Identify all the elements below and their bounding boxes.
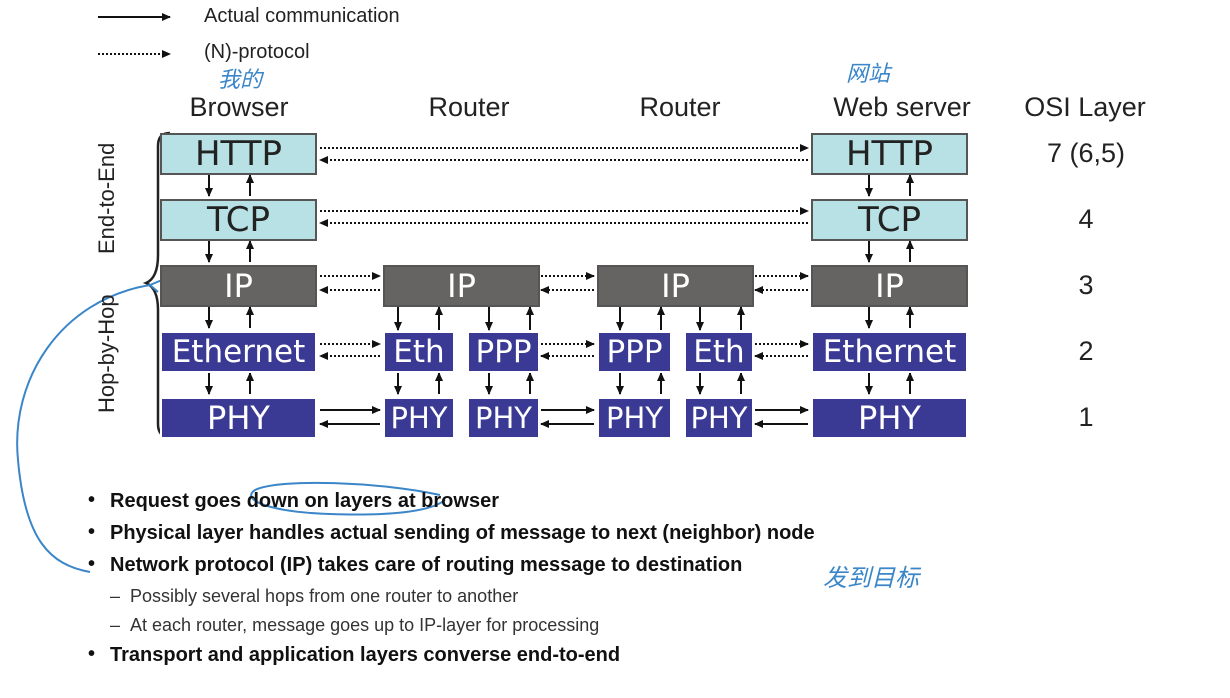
browser-ethernet-box: Ethernet — [160, 331, 317, 373]
browser-note: 我的 — [218, 67, 263, 92]
router2-phy-left-box: PHY — [597, 397, 672, 439]
bullet-item: Transport and application layers convers… — [88, 643, 1188, 667]
osi-number-3: 3 — [1078, 270, 1094, 300]
osi-number-4: 4 — [1078, 204, 1094, 234]
bullet-item: Physical layer handles actual sending of… — [88, 521, 1188, 545]
router2-phy-right-box: PHY — [684, 397, 754, 439]
router2-ppp-box: PPP — [597, 331, 672, 373]
bullet-item: Network protocol (IP) takes care of rout… — [88, 553, 1188, 577]
osi-number-1: 1 — [1078, 402, 1094, 432]
sub-bullet-item: Possibly several hops from one router to… — [110, 586, 1188, 607]
router2-ip-box: IP — [597, 265, 754, 307]
router1-phy-right-box: PHY — [467, 397, 540, 439]
server-tcp-box: TCP — [811, 199, 968, 241]
server-note: 网站 — [846, 61, 891, 86]
hop-by-hop-label: Hop-by-Hop — [94, 294, 119, 413]
browser-phy-box: PHY — [160, 397, 317, 439]
osi-number-2: 2 — [1078, 336, 1094, 366]
column-header-router-1: Router — [428, 92, 510, 122]
router1-phy-left-box: PHY — [383, 397, 455, 439]
column-header-router-2: Router — [639, 92, 721, 122]
column-header-web-server: Web server — [833, 92, 971, 122]
annotation-curve — [16, 284, 151, 573]
router2-eth-box: Eth — [684, 331, 754, 373]
router1-eth-box: Eth — [383, 331, 455, 373]
server-ethernet-box: Ethernet — [811, 331, 968, 373]
server-phy-box: PHY — [811, 397, 968, 439]
browser-tcp-box: TCP — [160, 199, 317, 241]
bullet-item: Request goes down on layers at browser — [88, 489, 1188, 513]
osi-number-7: 7 (6,5) — [1046, 138, 1126, 168]
column-header-browser: Browser — [189, 92, 289, 122]
router1-ip-box: IP — [383, 265, 540, 307]
sub-bullet-item: At each router, message goes up to IP-la… — [110, 615, 1188, 636]
server-http-box: HTTP — [811, 133, 968, 175]
server-ip-box: IP — [811, 265, 968, 307]
legend-dotted-label: (N)-protocol — [204, 41, 310, 63]
end-to-end-label: End-to-End — [94, 142, 119, 254]
legend-solid-label: Actual communication — [204, 5, 400, 27]
bullet-list: Request goes down on layers at browser P… — [88, 489, 1188, 676]
column-header-osi-layer: OSI Layer — [1024, 92, 1146, 122]
side-brace — [142, 131, 171, 439]
browser-ip-box: IP — [160, 265, 317, 307]
router1-ppp-box: PPP — [467, 331, 540, 373]
browser-http-box: HTTP — [160, 133, 317, 175]
